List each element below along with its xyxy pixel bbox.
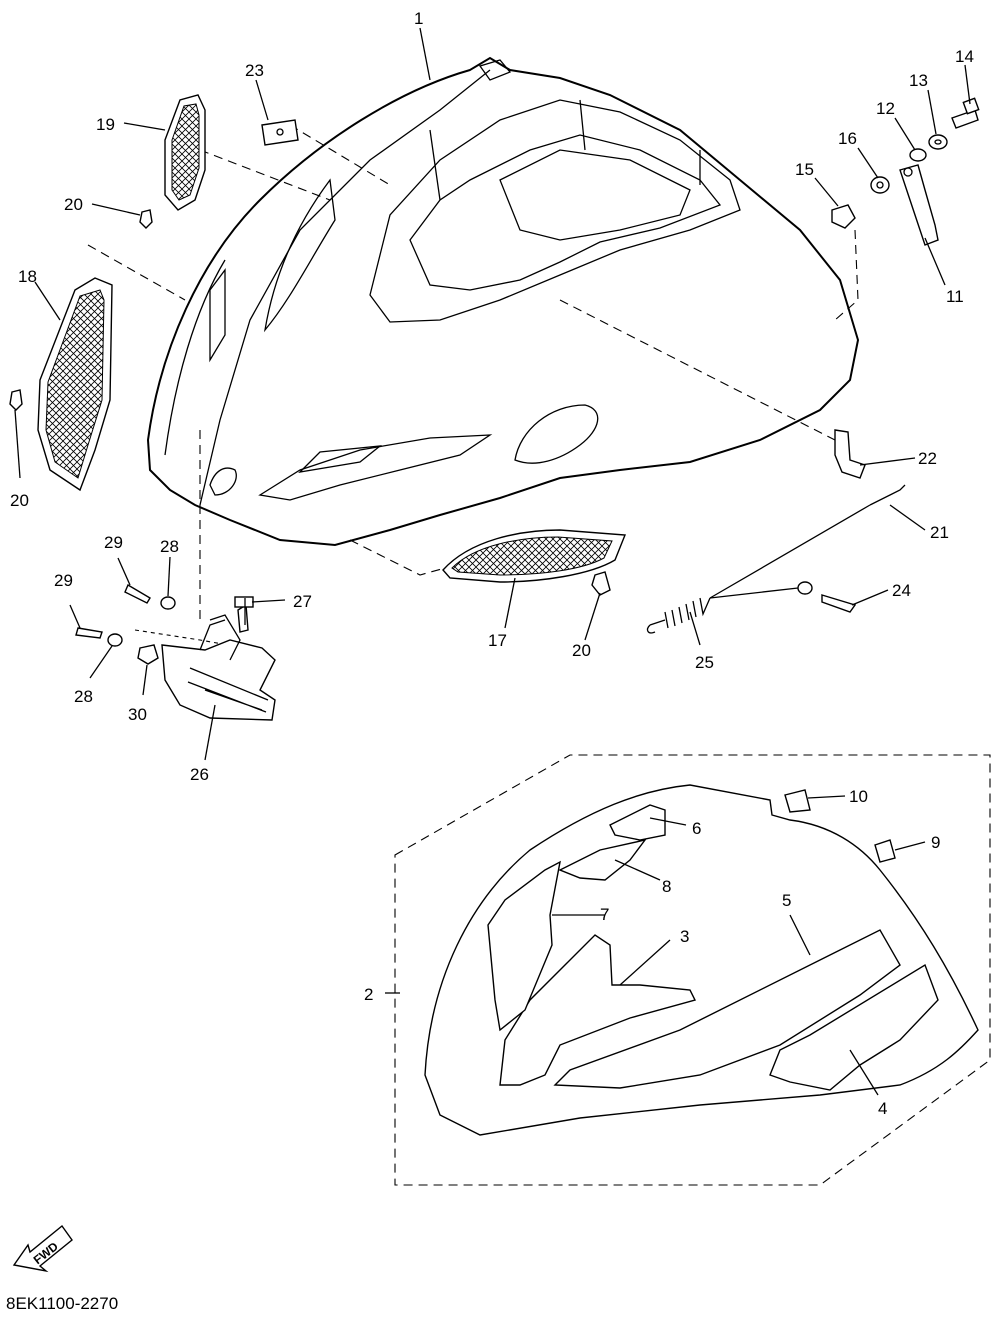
callout-9: 9 (931, 833, 940, 852)
callout-21: 21 (930, 523, 949, 542)
clip-fastener-20c (591, 571, 611, 596)
callout-17: 17 (488, 631, 507, 650)
collar-28a (160, 596, 176, 610)
callout-28-top: 28 (160, 537, 179, 556)
callout-28-bottom: 28 (74, 687, 93, 706)
callout-16: 16 (838, 129, 857, 148)
callout-20-top: 20 (64, 195, 83, 214)
screw-24 (709, 581, 857, 613)
callout-29-top: 29 (104, 533, 123, 552)
callout-14: 14 (955, 47, 974, 66)
callout-18: 18 (18, 267, 37, 286)
callout-2: 2 (364, 985, 373, 1004)
callout-29-bottom: 29 (54, 571, 73, 590)
grommet-16 (870, 176, 890, 194)
bracket-23 (261, 119, 299, 146)
decal-3 (499, 934, 697, 1086)
callout-7: 7 (600, 905, 609, 924)
callout-numbers: 1 2 3 4 5 6 7 8 9 10 11 12 13 14 15 16 1… (10, 9, 974, 1118)
callout-27: 27 (293, 592, 312, 611)
side-grille-left (37, 277, 113, 492)
nut-15 (831, 204, 856, 229)
callout-19: 19 (96, 115, 115, 134)
decal-5 (553, 929, 901, 1089)
callout-8: 8 (662, 877, 671, 896)
stay-11 (899, 164, 939, 246)
nut-30 (137, 644, 159, 665)
bolt-14 (951, 97, 980, 129)
diagram-code: 8EK1100-2270 (6, 1294, 119, 1313)
callout-11: 11 (946, 287, 964, 306)
front-fender-main (146, 56, 860, 547)
washer-13 (928, 134, 948, 150)
callout-24: 24 (892, 581, 911, 600)
decal-8 (558, 838, 647, 881)
callout-30: 30 (128, 705, 147, 724)
clip-fastener-20b (9, 389, 23, 411)
callout-25: 25 (695, 653, 714, 672)
callout-13: 13 (909, 71, 928, 90)
callout-4: 4 (878, 1099, 887, 1118)
callout-1: 1 (414, 9, 423, 28)
callout-20-left: 20 (10, 491, 29, 510)
assembly-lines (87, 124, 859, 646)
bolt-29b (75, 627, 103, 639)
top-grille-left (164, 94, 206, 211)
decal-7 (487, 860, 561, 1032)
clip-fastener-20a (139, 209, 153, 229)
callout-20-center: 20 (572, 641, 591, 660)
leader-lines (14, 27, 971, 1096)
wire-21 (709, 484, 906, 599)
callout-26: 26 (190, 765, 209, 784)
callout-23: 23 (245, 61, 264, 80)
callout-3: 3 (680, 927, 689, 946)
callout-15: 15 (795, 160, 814, 179)
decal-set-boundary (394, 754, 991, 1186)
callout-10: 10 (849, 787, 868, 806)
bracket-22 (834, 429, 866, 479)
callout-6: 6 (692, 819, 701, 838)
callout-12: 12 (876, 99, 895, 118)
fwd-arrow-icon: FWD (12, 1224, 73, 1273)
callout-5: 5 (782, 891, 791, 910)
tag-9 (874, 839, 896, 863)
front-grille-center (442, 529, 627, 583)
bolt-29a (124, 583, 151, 604)
callout-22: 22 (918, 449, 937, 468)
spring-25 (646, 597, 711, 634)
bracket-26 (161, 614, 276, 721)
collar-28b (107, 633, 123, 647)
bolt-27 (234, 596, 254, 633)
tag-10 (784, 789, 811, 813)
decal-4 (769, 963, 939, 1091)
decal-6 (609, 804, 666, 841)
collar-12 (909, 148, 927, 162)
